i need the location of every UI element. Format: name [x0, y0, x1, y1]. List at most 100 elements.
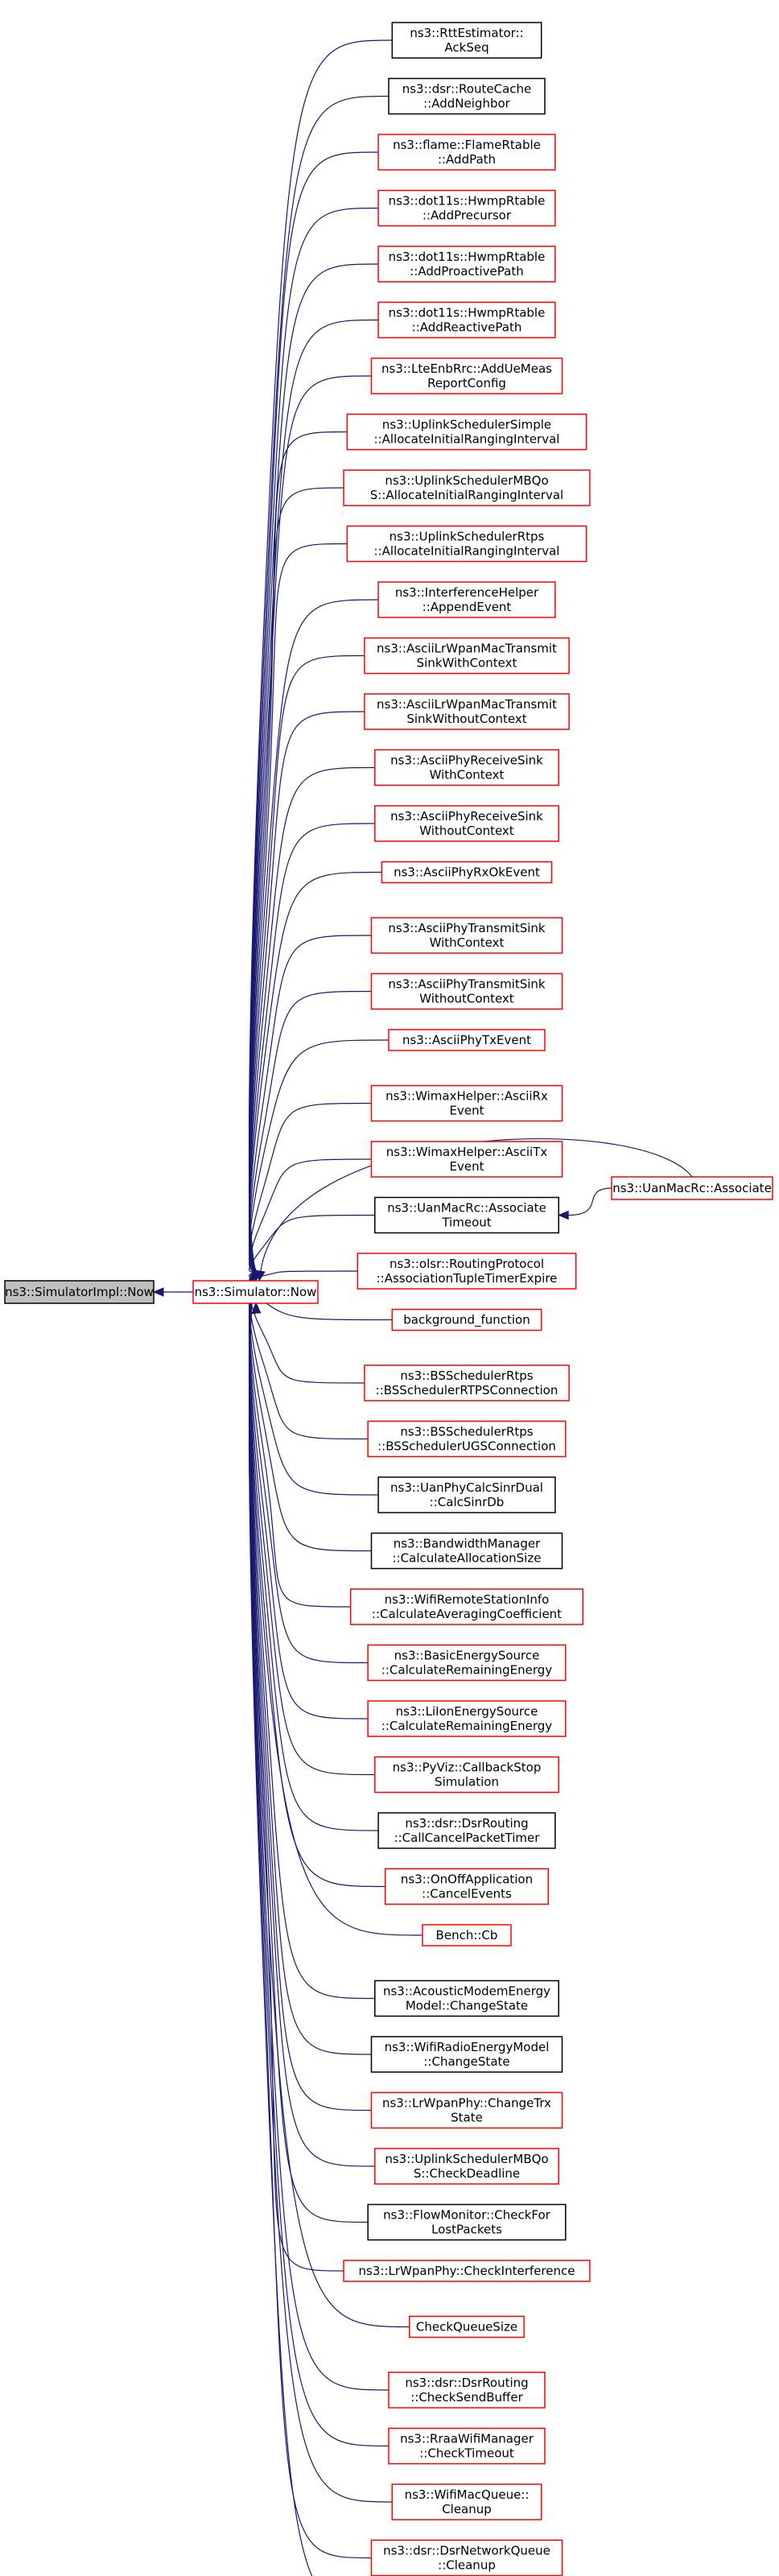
- caller-ns3-wifimacqueue-cleanup[interactable]: ns3::WifiMacQueue::Cleanup: [391, 2483, 542, 2520]
- caller-ns3-wimaxhelper-asciirxevent-label-1: Event: [450, 1104, 484, 1118]
- caller-ns3-wimaxhelper-asciitxevent-box: [370, 1141, 563, 1178]
- caller-ns3-acousticmodemenergymodel-changestate[interactable]: ns3::AcousticModemEnergyModel::ChangeSta…: [374, 1979, 559, 2017]
- caller-ns3-wifiremotestationinfo-calculateaveragingcoefficient[interactable]: ns3::WifiRemoteStationInfo::CalculateAve…: [349, 1588, 584, 1625]
- caller-ns3-dsr-dsrnetworkqueue-cleanup-label-1: ::Cleanup: [438, 2558, 496, 2573]
- caller-ns3-uplinkschedulerrtps-allocateinitialranginginterval[interactable]: ns3::UplinkSchedulerRtps::AllocateInitia…: [346, 525, 587, 563]
- caller-ns3-rttestimator-ackseq-label-0: ns3::RttEstimator::: [410, 26, 523, 40]
- node-simulatorimpl-now[interactable]: ns3::SimulatorImpl::Now: [4, 1280, 155, 1304]
- caller-ns3-olsr-routingprotocol-associationtupletimerexpire[interactable]: ns3::olsr::RoutingProtocol::AssociationT…: [357, 1253, 577, 1290]
- edge-caller-ns3-onoffapplication-cancelevents: [249, 1270, 385, 1888]
- caller-ns3-uplinkschedulermbqos-allocateinitialranginginterval-box: [343, 469, 591, 506]
- caller-ns3-pyviz-callbackstopsimulation-label-0: ns3::PyViz::CallbackStop: [393, 1761, 542, 1775]
- caller-bench-cb-box: [422, 1924, 512, 1946]
- caller-ns3-liionenergysource-calculateremainingenergy-label-0: ns3::LiIonEnergySource: [396, 1704, 538, 1719]
- caller-ns3-dot11s-hwmprtable-addreactivepath[interactable]: ns3::dot11s::HwmpRtable::AddReactivePath: [377, 301, 556, 339]
- edge-caller-ns3-olsr-routingprotocol-associationtupletimerexpire: [249, 1270, 358, 1278]
- caller-ns3-bsschedulerrtps-bsschedulerugsconnection[interactable]: ns3::BSSchedulerRtps::BSSchedulerUGSConn…: [367, 1420, 567, 1458]
- caller-ns3-asciilrwpanmactransmitsinkwithcontext[interactable]: ns3::AsciiLrWpanMacTransmitSinkWithConte…: [364, 637, 570, 675]
- caller-ns3-interferencehelper-appendevent[interactable]: ns3::InterferenceHelper::AppendEvent: [377, 581, 556, 618]
- edge-caller-ns3-bsschedulerrtps-bsschedulerrtpsconnection: [249, 1270, 365, 1384]
- node-uanmacrc-associate-box: [611, 1176, 773, 1200]
- caller-ns3-asciilrwpanmactransmitsinkwithoutcontext-label-1: SinkWithoutContext: [406, 712, 526, 726]
- caller-ns3-onoffapplication-cancelevents[interactable]: ns3::OnOffApplication::CancelEvents: [384, 1868, 550, 1905]
- caller-ns3-uplinkschedulermbqos-checkdeadline-label-1: S::CheckDeadline: [414, 2166, 520, 2181]
- caller-ns3-onoffapplication-cancelevents-label-1: ::CancelEvents: [422, 1887, 512, 1901]
- edge-caller-ns3-acousticmodemenergymodel-changestate: [249, 1270, 375, 2000]
- caller-ns3-dsr-routecache-addneighbor-box: [388, 77, 546, 115]
- caller-ns3-dsr-dsrrouting-callcancelpackettimer[interactable]: ns3::dsr::DsrRouting::CallCancelPacketTi…: [377, 1812, 556, 1849]
- caller-ns3-basicenergysource-calculateremainingenergy-label-0: ns3::BasicEnergySource: [394, 1649, 540, 1663]
- call-edges: [152, 39, 693, 2576]
- caller-ns3-dsr-dsrrouting-checksendbuffer-label-0: ns3::dsr::DsrRouting: [405, 2376, 528, 2390]
- caller-ns3-asciiphyrxokevent[interactable]: ns3::AsciiPhyRxOkEvent: [381, 861, 553, 884]
- caller-ns3-asciiphyreceivesinkwithcontext-label-1: WithContext: [430, 768, 505, 782]
- caller-ns3-uplinkschedulerrtps-allocateinitialranginginterval-label-0: ns3::UplinkSchedulerRtps: [390, 530, 545, 544]
- caller-ns3-lteenbrrc-adduemeasreportconfig-label-1: ReportConfig: [427, 376, 506, 390]
- caller-ns3-rraawifimanager-checktimeout-box: [388, 2427, 546, 2465]
- caller-ns3-rttestimator-ackseq[interactable]: ns3::RttEstimator::AckSeq: [391, 22, 542, 59]
- caller-ns3-rraawifimanager-checktimeout[interactable]: ns3::RraaWifiManager::CheckTimeout: [388, 2427, 546, 2465]
- caller-ns3-flame-flamertable-addpath-label-1: ::AddPath: [438, 152, 496, 167]
- caller-ns3-bandwidthmanager-calculateallocationsize[interactable]: ns3::BandwidthManager::CalculateAllocati…: [370, 1532, 563, 1570]
- caller-ns3-uanphycalcsinrdual-calcsinrdb[interactable]: ns3::UanPhyCalcSinrDual::CalcSinrDb: [377, 1476, 556, 1513]
- caller-bench-cb[interactable]: Bench::Cb: [422, 1924, 512, 1946]
- caller-ns3-rraawifimanager-checktimeout-label-0: ns3::RraaWifiManager: [400, 2432, 534, 2446]
- caller-ns3-dot11s-hwmprtable-addprecursor-box: [377, 189, 556, 227]
- caller-ns3-dsr-dsrrouting-callcancelpackettimer-box: [377, 1812, 556, 1849]
- caller-ns3-asciiphyrxokevent-box: [381, 861, 553, 884]
- caller-ns3-asciiphyreceivesinkwithoutcontext-label-1: WithoutContext: [419, 824, 514, 838]
- caller-ns3-asciilrwpanmactransmitsinkwithcontext-label-1: SinkWithContext: [417, 656, 517, 671]
- caller-ns3-uanphycalcsinrdual-calcsinrdb-box: [377, 1476, 556, 1513]
- caller-ns3-asciilrwpanmactransmitsinkwithoutcontext[interactable]: ns3::AsciiLrWpanMacTransmitSinkWithoutCo…: [364, 693, 570, 730]
- node-uanmacrc-associate[interactable]: ns3::UanMacRc::Associate: [611, 1176, 773, 1200]
- arrowhead-caller-ns3-olsr-routingprotocol-associationtupletimerexpire: [251, 1302, 262, 1314]
- caller-ns3-wifiradioenergymodel-changestate[interactable]: ns3::WifiRadioEnergyModel::ChangeState: [370, 2036, 563, 2073]
- caller-ns3-dot11s-hwmprtable-addprecursor[interactable]: ns3::dot11s::HwmpRtable::AddPrecursor: [377, 189, 556, 227]
- caller-ns3-basicenergysource-calculateremainingenergy[interactable]: ns3::BasicEnergySource::CalculateRemaini…: [367, 1644, 567, 1682]
- arrowhead-associate-to-hub: [256, 1269, 266, 1282]
- caller-ns3-bsschedulerrtps-bsschedulerugsconnection-box: [367, 1420, 567, 1458]
- edge-caller-ns3-dot11s-hwmprtable-addreactivepath: [249, 319, 379, 1272]
- caller-ns3-lrwpanphy-checkinterference[interactable]: ns3::LrWpanPhy::CheckInterference: [343, 2260, 591, 2282]
- caller-ns3-acousticmodemenergymodel-changestate-label-1: Model::ChangeState: [406, 1999, 528, 2013]
- caller-ns3-dsr-dsrrouting-checksendbuffer[interactable]: ns3::dsr::DsrRouting::CheckSendBuffer: [388, 2372, 546, 2409]
- caller-ns3-bsschedulerrtps-bsschedulerugsconnection-label-1: ::BSSchedulerUGSConnection: [377, 1439, 556, 1454]
- caller-ns3-uplinkschedulermbqos-allocateinitialranginginterval[interactable]: ns3::UplinkSchedulerMBQoS::AllocateIniti…: [343, 469, 591, 506]
- caller-ns3-dot11s-hwmprtable-addproactivepath[interactable]: ns3::dot11s::HwmpRtable::AddProactivePat…: [377, 246, 556, 283]
- node-simulator-now[interactable]: ns3::Simulator::Now: [192, 1280, 319, 1304]
- caller-ns3-dsr-dsrnetworkqueue-cleanup-label-0: ns3::dsr::DsrNetworkQueue: [383, 2544, 550, 2558]
- caller-ns3-liionenergysource-calculateremainingenergy-box: [367, 1700, 567, 1737]
- caller-background-function[interactable]: background_function: [391, 1308, 542, 1331]
- caller-ns3-asciiphytxevent-label-0: ns3::AsciiPhyTxEvent: [402, 1033, 531, 1047]
- caller-ns3-flame-flamertable-addpath[interactable]: ns3::flame::FlameRtable::AddPath: [377, 134, 556, 171]
- caller-ns3-onoffapplication-cancelevents-label-0: ns3::OnOffApplication: [401, 1872, 533, 1887]
- caller-ns3-dsr-routecache-addneighbor[interactable]: ns3::dsr::RouteCache::AddNeighbor: [388, 77, 546, 115]
- caller-ns3-uplinkschedulerrtps-allocateinitialranginginterval-label-1: ::AllocateInitialRangingInterval: [374, 544, 560, 559]
- caller-ns3-uplinkschedulermbqos-allocateinitialranginginterval-label-1: S::AllocateInitialRangingInterval: [370, 488, 563, 502]
- caller-ns3-dsr-dsrnetworkqueue-cleanup[interactable]: ns3::dsr::DsrNetworkQueue::Cleanup: [370, 2539, 563, 2576]
- caller-ns3-liionenergysource-calculateremainingenergy[interactable]: ns3::LiIonEnergySource::CalculateRemaini…: [367, 1700, 567, 1737]
- caller-ns3-olsr-routingprotocol-associationtupletimerexpire-box: [357, 1253, 577, 1290]
- caller-ns3-uplinkschedulersimple-allocateinitialranginginterval[interactable]: ns3::UplinkSchedulerSimple::AllocateInit…: [346, 413, 587, 451]
- edge-caller-ns3-asciiphytransmitsinkwithcontext: [249, 935, 372, 1272]
- arrowhead-hub-to-root: [152, 1287, 164, 1297]
- caller-ns3-bandwidthmanager-calculateallocationsize-label-0: ns3::BandwidthManager: [394, 1537, 541, 1551]
- caller-checkqueuesize[interactable]: CheckQueueSize: [409, 2315, 525, 2339]
- caller-ns3-asciiphytransmitsinkwithoutcontext-label-1: WithoutContext: [419, 992, 514, 1006]
- node-simulator-now-label-0: ns3::Simulator::Now: [195, 1285, 317, 1299]
- edge-caller-ns3-pyviz-callbackstopsimulation: [249, 1270, 375, 1776]
- caller-ns3-asciiphytxevent[interactable]: ns3::AsciiPhyTxEvent: [388, 1029, 546, 1051]
- caller-ns3-bsschedulerrtps-bsschedulerrtpsconnection[interactable]: ns3::BSSchedulerRtps::BSSchedulerRTPSCon…: [364, 1364, 570, 1402]
